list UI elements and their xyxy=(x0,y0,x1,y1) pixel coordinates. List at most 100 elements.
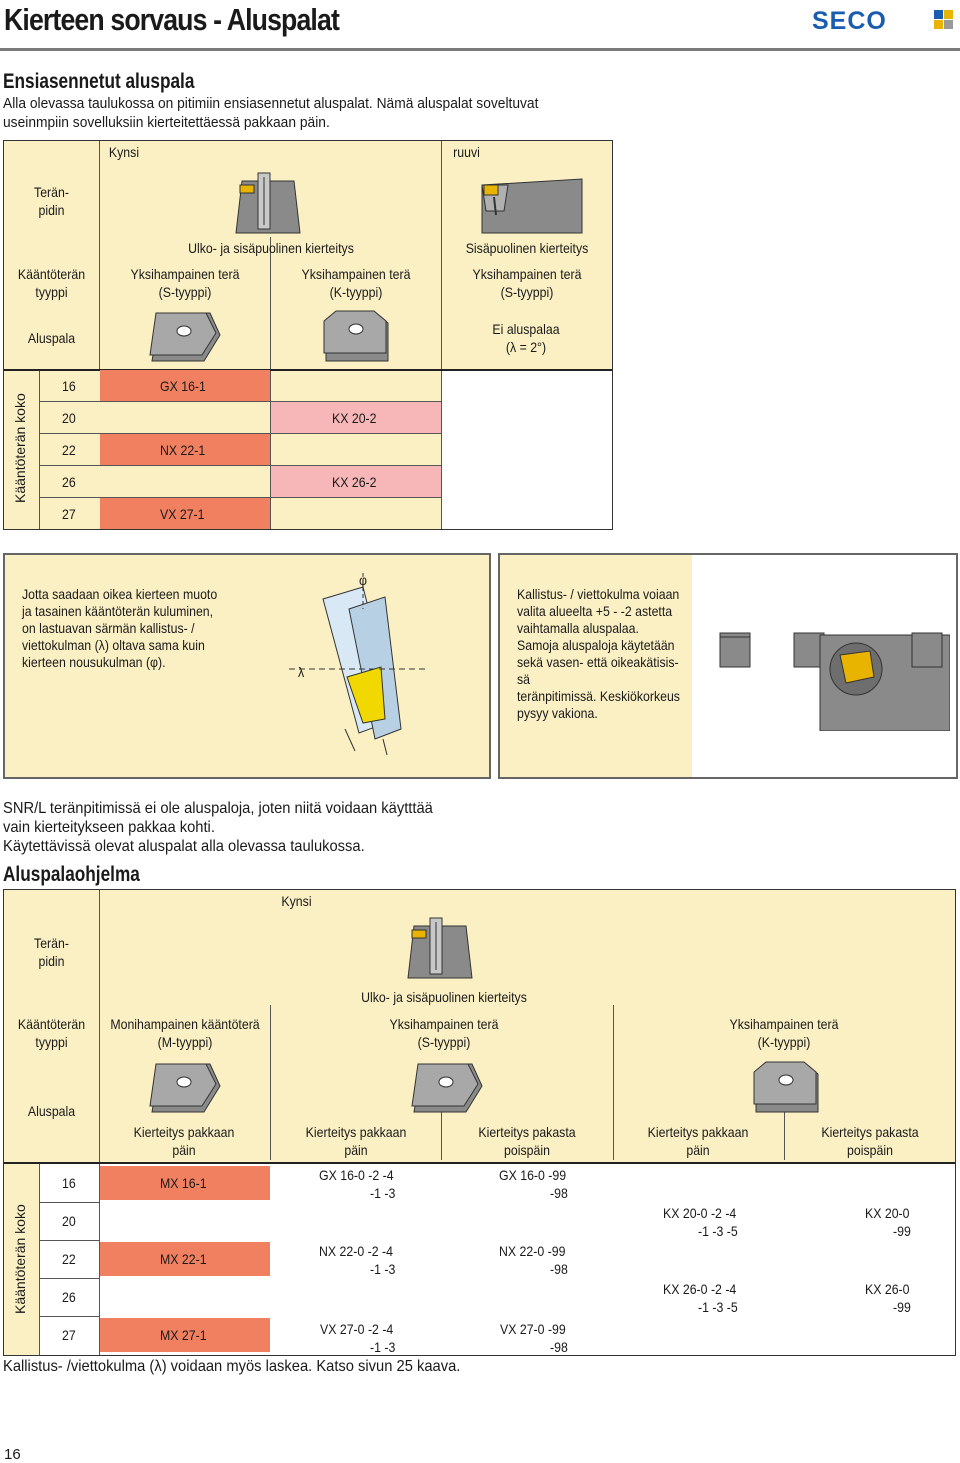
shim-k-out-cell: -99 xyxy=(893,1299,911,1315)
snr-note-line2: vain kierteitykseen pakkaa kohti. xyxy=(3,819,215,836)
row-shim-label: Aluspala xyxy=(27,1103,76,1119)
shim-s-out-cell: -98 xyxy=(550,1261,568,1277)
cell-kx26-bg xyxy=(271,466,441,497)
page-number: 16 xyxy=(4,1446,21,1463)
footer-note: Kallistus- /viettokulma (λ) voidaan myös… xyxy=(3,1358,461,1375)
col-ruuvi-header: ruuvi xyxy=(453,144,480,160)
holder-screw-icon xyxy=(481,178,583,234)
info-left-line: ja tasainen kääntöterän kuluminen, xyxy=(22,603,214,619)
shim-k-type-icon xyxy=(753,1061,819,1113)
size-axis-label: Kääntöterän koko xyxy=(12,1204,28,1314)
shim-s-in-cell: VX 27-0 -2 -4 xyxy=(320,1321,394,1337)
cell-mx27-bg xyxy=(100,1318,270,1352)
type-k-line2: (K-tyyppi) xyxy=(329,284,383,300)
shim-s-in-cell: GX 16-0 -2 -4 xyxy=(319,1167,394,1183)
info-left-line: kierteen nousukulman (φ). xyxy=(22,654,166,670)
type-s-line1: Yksihampainen terä xyxy=(130,266,240,282)
cell-kx20-bg xyxy=(271,402,441,433)
brand-text: SECO xyxy=(812,8,887,32)
snr-note-line3: Käytettävissä olevat aluspalat alla olev… xyxy=(3,838,365,855)
info-right-line: Samoja aluspaloja käytetään xyxy=(517,637,675,653)
shim-program-table: Kynsi Terän- pidin Ulko- ja sisäpuolinen… xyxy=(3,889,956,1356)
size-cell: 20 xyxy=(62,1213,76,1229)
info-right-line: vaihtamalla aluspalaa. xyxy=(517,620,639,636)
type-s-internal-line1: Yksihampainen terä xyxy=(472,266,582,282)
size-cell: 27 xyxy=(62,1327,76,1343)
shim-variants-icon xyxy=(719,632,950,731)
size-cell: 22 xyxy=(62,1251,76,1267)
shim-s-out-cell: -98 xyxy=(550,1339,568,1355)
size-cell: 16 xyxy=(62,1175,76,1191)
subheader-s-out-1: Kierteitys pakasta xyxy=(478,1124,576,1140)
shim-m-cell: MX 16-1 xyxy=(160,1175,207,1191)
cell-nx22-bg xyxy=(100,434,270,465)
type-m-line2: (M-tyyppi) xyxy=(157,1034,213,1050)
col-kynsi-header: Kynsi xyxy=(281,893,312,909)
row-holder-label-1: Terän- xyxy=(34,935,69,951)
type-k-line1: Yksihampainen terä xyxy=(301,266,411,282)
col-kynsi-header: Kynsi xyxy=(108,144,140,160)
shim-k-in-cell: -1 -3 -5 xyxy=(698,1299,738,1315)
ulko-sisa-header: Ulko- ja sisäpuolinen kierteitys xyxy=(361,989,527,1005)
helix-info-box: Jotta saadaan oikea kierteen muoto ja ta… xyxy=(3,553,491,779)
size-cell: 22 xyxy=(62,442,76,458)
subheader-s-in-2: päin xyxy=(344,1142,368,1158)
type-s-internal-line2: (S-tyyppi) xyxy=(500,284,554,300)
row-shim-label: Aluspala xyxy=(27,330,76,346)
shim-k-out-cell: KX 26-0 xyxy=(865,1281,910,1297)
cell-mx22-bg xyxy=(100,1242,270,1276)
sisapuolinen-header: Sisäpuolinen kierteitys xyxy=(465,240,589,256)
row-insert-type-label-1: Kääntöterän xyxy=(17,1016,86,1032)
subheader-m-in-2: päin xyxy=(172,1142,196,1158)
cell-gx16-bg xyxy=(100,370,270,401)
row-holder-label-2: pidin xyxy=(38,202,65,218)
cell-vx27-bg xyxy=(100,498,270,529)
no-shim-line2: (λ = 2°) xyxy=(505,339,547,355)
shim-s-out-cell: NX 22-0 -99 xyxy=(499,1243,566,1259)
cell-mx16-bg xyxy=(100,1166,270,1200)
shim-s-type-icon xyxy=(149,312,221,362)
info-right-line: sä xyxy=(517,671,531,687)
shim-k-in-cell: KX 26-0 -2 -4 xyxy=(663,1281,737,1297)
info-right-line: pysyy vakiona. xyxy=(517,705,598,721)
row-insert-type-label-1: Kääntöterän xyxy=(17,266,86,282)
size-axis-label: Kääntöterän koko xyxy=(12,393,28,503)
intro-text-line1: Alla olevassa taulukossa on pitimiin ens… xyxy=(3,95,539,112)
shim-s-out-cell: -98 xyxy=(550,1185,568,1201)
section-heading-preinstalled: Ensiasennetut aluspala xyxy=(3,70,195,93)
size-cell: 27 xyxy=(62,506,76,522)
shim-s-in-cell: -1 -3 xyxy=(370,1339,396,1355)
shim-s-cell: VX 27-1 xyxy=(160,506,205,522)
info-right-line: valita alueelta +5 - -2 astetta xyxy=(517,603,673,619)
shim-k-in-cell: KX 20-0 -2 -4 xyxy=(663,1205,737,1221)
row-insert-type-label-2: tyyppi xyxy=(35,284,68,300)
preinstalled-shim-table: Kynsi ruuvi Terän- pidin Ulko- ja sisäpu… xyxy=(3,140,613,530)
type-m-line1: Monihampainen kääntöterä xyxy=(110,1016,260,1032)
shim-s-cell: NX 22-1 xyxy=(160,442,206,458)
size-cell: 26 xyxy=(62,474,76,490)
info-left-line: Jotta saadaan oikea kierteen muoto xyxy=(22,586,218,602)
shim-s-in-cell: -1 -3 xyxy=(370,1185,396,1201)
shim-s-cell: GX 16-1 xyxy=(160,378,206,394)
shim-k-out-cell: -99 xyxy=(893,1223,911,1239)
row-holder-label-2: pidin xyxy=(38,953,65,969)
subheader-s-out-2: poispäin xyxy=(504,1142,550,1158)
no-shim-line1: Ei aluspalaa xyxy=(492,321,560,337)
size-cell: 26 xyxy=(62,1289,76,1305)
shim-k-cell: KX 26-2 xyxy=(332,474,377,490)
shim-s-type-icon xyxy=(411,1063,483,1113)
size-cell: 16 xyxy=(62,378,76,394)
type-k-line2: (K-tyyppi) xyxy=(757,1034,811,1050)
subheader-k-out-1: Kierteitys pakasta xyxy=(821,1124,919,1140)
no-shim-body xyxy=(442,371,612,529)
section-heading-shim-program: Aluspalaohjelma xyxy=(3,863,140,886)
angle-info-box: Kallistus- / viettokulma voiaan valita a… xyxy=(498,553,958,779)
subheader-s-in-1: Kierteitys pakkaan xyxy=(305,1124,407,1140)
info-left-line: on lastuavan särmän kallistus- / xyxy=(22,620,195,636)
row-holder-label-1: Terän- xyxy=(34,184,69,200)
shim-m-type-icon xyxy=(149,1063,221,1113)
holder-clamp-icon xyxy=(407,917,473,979)
ulko-sisa-header: Ulko- ja sisäpuolinen kierteitys xyxy=(188,240,354,256)
info-right-line: sekä vasen- että oikeakätisis- xyxy=(517,654,679,670)
page-title: Kierteen sorvaus - Aluspalat xyxy=(4,2,340,37)
